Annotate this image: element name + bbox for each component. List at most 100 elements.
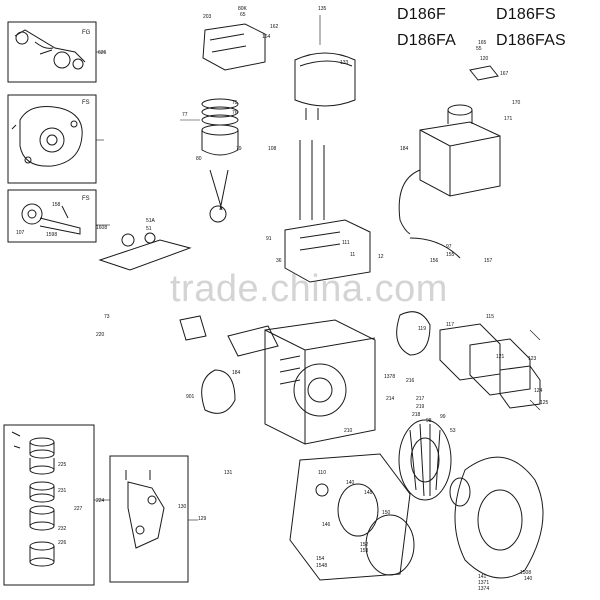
callout: 210 bbox=[344, 428, 353, 434]
callout: 91 bbox=[266, 236, 272, 242]
callout: 153 bbox=[360, 548, 369, 554]
model-title-4: D186FAS bbox=[496, 32, 566, 49]
callout: 164 bbox=[262, 34, 271, 40]
flywheel bbox=[398, 419, 452, 501]
callout: 77 bbox=[182, 112, 188, 118]
callout: 154 bbox=[316, 556, 325, 562]
callout: 97 bbox=[446, 244, 452, 250]
callout: 158 bbox=[52, 202, 61, 208]
callout: 125 bbox=[540, 400, 549, 406]
model-title-3: D186FA bbox=[397, 32, 457, 49]
callout: 11 bbox=[350, 252, 355, 258]
callout: 148 bbox=[364, 490, 373, 496]
inset-label-fs-mid: FS bbox=[82, 100, 90, 106]
crank-parts bbox=[98, 232, 279, 414]
callout: 140 bbox=[346, 480, 355, 486]
callout: 140 bbox=[524, 576, 533, 582]
callout: 1598 bbox=[46, 232, 57, 238]
callout: 162 bbox=[270, 24, 279, 30]
callout: 226 bbox=[58, 540, 67, 546]
callout: 1378 bbox=[384, 374, 395, 380]
callout: 170 bbox=[512, 100, 521, 106]
callout: 79 bbox=[236, 146, 242, 152]
callout: 53 bbox=[450, 428, 456, 434]
piston-assembly bbox=[201, 98, 239, 223]
callout: 231 bbox=[58, 488, 67, 494]
model-title-1: D186F bbox=[397, 6, 447, 23]
callout: 184 bbox=[232, 370, 241, 376]
callout: 220 bbox=[96, 332, 105, 338]
callout: 224 bbox=[96, 498, 105, 504]
callout: 1371 bbox=[478, 580, 489, 586]
air-filter bbox=[396, 311, 541, 409]
leader-lines bbox=[94, 15, 541, 521]
callout: 129 bbox=[198, 516, 207, 522]
callout: 225 bbox=[58, 462, 67, 468]
callout: 111 bbox=[342, 240, 350, 246]
callout: 165 bbox=[478, 40, 487, 46]
callout: 55 bbox=[476, 46, 482, 52]
recoil-starter bbox=[289, 453, 415, 581]
callout: 171 bbox=[504, 116, 513, 122]
inset-box-fs-mid: FS bbox=[7, 94, 97, 184]
callout: 232 bbox=[58, 526, 67, 532]
cylinder-head-assembly bbox=[202, 23, 371, 283]
callout: 51 bbox=[146, 226, 152, 232]
callout: 121 bbox=[496, 354, 505, 360]
fuel-line bbox=[398, 169, 461, 259]
callout: 110 bbox=[318, 470, 326, 476]
callout: 214 bbox=[386, 396, 395, 402]
callout: 155 bbox=[446, 252, 455, 258]
callout: 99 bbox=[440, 414, 446, 420]
inset-box-fg: FG bbox=[7, 21, 97, 83]
callout: 184 bbox=[400, 146, 409, 152]
callout: 123 bbox=[528, 356, 537, 362]
callout: 901 bbox=[186, 394, 195, 400]
inset-box-filter bbox=[3, 424, 95, 586]
callout: 130 bbox=[178, 504, 187, 510]
inset-box-fs-low: FS bbox=[7, 189, 97, 243]
callout: 1608 bbox=[96, 225, 107, 231]
engine-block bbox=[264, 319, 376, 445]
callout: 65 bbox=[240, 12, 246, 18]
callout: 152 bbox=[360, 542, 369, 548]
callout: 51A bbox=[146, 218, 156, 224]
callout: 107 bbox=[16, 230, 25, 236]
callout: 36 bbox=[276, 258, 282, 264]
callout: 133 bbox=[340, 60, 349, 66]
callout: 217 bbox=[416, 396, 425, 402]
callout: 131 bbox=[224, 470, 233, 476]
callout-numbers: 203 80K 65 164 162 135 626 133 120 55 16… bbox=[16, 6, 549, 592]
fuel-tank bbox=[419, 65, 501, 197]
callout: 216 bbox=[406, 378, 415, 384]
callout: 1548 bbox=[316, 563, 327, 569]
callout: 76 bbox=[232, 110, 238, 116]
callout: 167 bbox=[500, 71, 509, 77]
fan-cover bbox=[449, 456, 544, 579]
watermark-text: trade.china.com bbox=[170, 268, 448, 310]
callout: 1508 bbox=[520, 570, 531, 576]
callout: 80 bbox=[196, 156, 202, 162]
callout: 626 bbox=[98, 50, 107, 56]
callout: 218 bbox=[412, 412, 421, 418]
callout: 1374 bbox=[478, 586, 489, 592]
callout: 156 bbox=[430, 258, 439, 264]
inset-label-fs-low: FS bbox=[82, 196, 90, 202]
callout: 117 bbox=[446, 322, 454, 328]
callout: 203 bbox=[203, 14, 212, 20]
callout: 157 bbox=[484, 258, 493, 264]
callout: 73 bbox=[104, 314, 110, 320]
callout: 108 bbox=[268, 146, 277, 152]
callout: 146 bbox=[322, 522, 331, 528]
callout: 115 bbox=[486, 314, 494, 320]
callout: 120 bbox=[480, 56, 489, 62]
callout: 150 bbox=[382, 510, 391, 516]
callout: 80K bbox=[238, 6, 248, 12]
callout: 12 bbox=[378, 254, 384, 260]
inset-label-fg: FG bbox=[82, 30, 91, 36]
callout: 124 bbox=[534, 388, 543, 394]
callout: 227 bbox=[74, 506, 83, 512]
callout: 219 bbox=[416, 404, 425, 410]
callout: 119 bbox=[418, 326, 426, 332]
